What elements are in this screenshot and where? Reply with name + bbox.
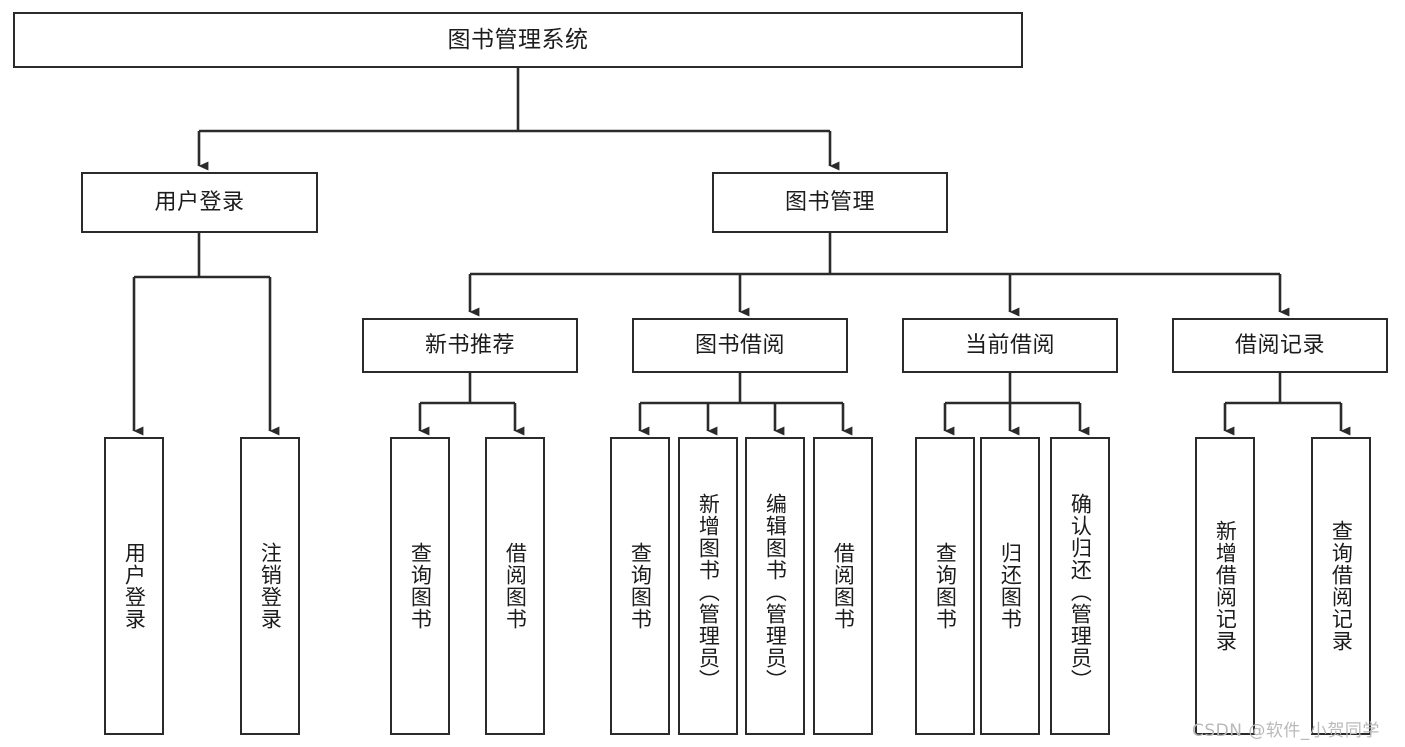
node-label: 查询图书 [408, 542, 433, 630]
node-label: 新书推荐 [424, 332, 515, 358]
leaf-add-borrow-record[interactable]: 新增借阅记录 [1195, 437, 1255, 735]
node-label: 编辑图书（管理员） [763, 493, 788, 691]
node-label: 用户登录 [122, 542, 147, 630]
node-label: 图书借阅 [694, 332, 785, 358]
leaf-logout[interactable]: 注销登录 [240, 437, 300, 735]
leaf-borrow-book[interactable]: 借阅图书 [813, 437, 873, 735]
leaf-query-book-current[interactable]: 查询图书 [915, 437, 975, 735]
leaf-return-book[interactable]: 归还图书 [980, 437, 1040, 735]
node-label: 当前借阅 [964, 332, 1055, 358]
node-label: 图书管理 [784, 189, 875, 215]
node-label: 查询图书 [628, 542, 653, 630]
node-label: 借阅记录 [1234, 332, 1325, 358]
node-label: 注销登录 [258, 542, 283, 630]
node-label: 用户登录 [154, 189, 245, 215]
node-label: 查询借阅记录 [1329, 520, 1354, 652]
leaf-query-book-newbook[interactable]: 查询图书 [390, 437, 450, 735]
leaf-edit-book-admin[interactable]: 编辑图书（管理员） [745, 437, 805, 735]
leaf-confirm-return-admin[interactable]: 确认归还（管理员） [1050, 437, 1110, 735]
watermark-csdn: CSDN @软件_小贺同学 [1192, 721, 1380, 741]
leaf-query-borrow-record[interactable]: 查询借阅记录 [1311, 437, 1371, 735]
node-label: 确认归还（管理员） [1068, 493, 1093, 691]
node-label: 查询图书 [933, 542, 958, 630]
node-borrow-record[interactable]: 借阅记录 [1172, 318, 1388, 373]
node-new-book-recommend[interactable]: 新书推荐 [362, 318, 578, 373]
node-label: 新增借阅记录 [1213, 520, 1238, 652]
node-label: 归还图书 [998, 542, 1023, 630]
leaf-borrow-book-newbook[interactable]: 借阅图书 [485, 437, 545, 735]
node-book-management[interactable]: 图书管理 [712, 172, 948, 233]
node-root-system[interactable]: 图书管理系统 [13, 12, 1023, 68]
leaf-add-book-admin[interactable]: 新增图书（管理员） [678, 437, 738, 735]
node-label: 图书管理系统 [447, 26, 589, 53]
node-label: 新增图书（管理员） [696, 493, 721, 691]
node-label: 借阅图书 [831, 542, 856, 630]
node-current-borrow[interactable]: 当前借阅 [902, 318, 1118, 373]
leaf-query-book-borrow[interactable]: 查询图书 [610, 437, 670, 735]
leaf-user-login[interactable]: 用户登录 [104, 437, 164, 735]
node-label: 借阅图书 [503, 542, 528, 630]
node-user-login[interactable]: 用户登录 [81, 172, 318, 233]
node-book-borrow[interactable]: 图书借阅 [632, 318, 848, 373]
